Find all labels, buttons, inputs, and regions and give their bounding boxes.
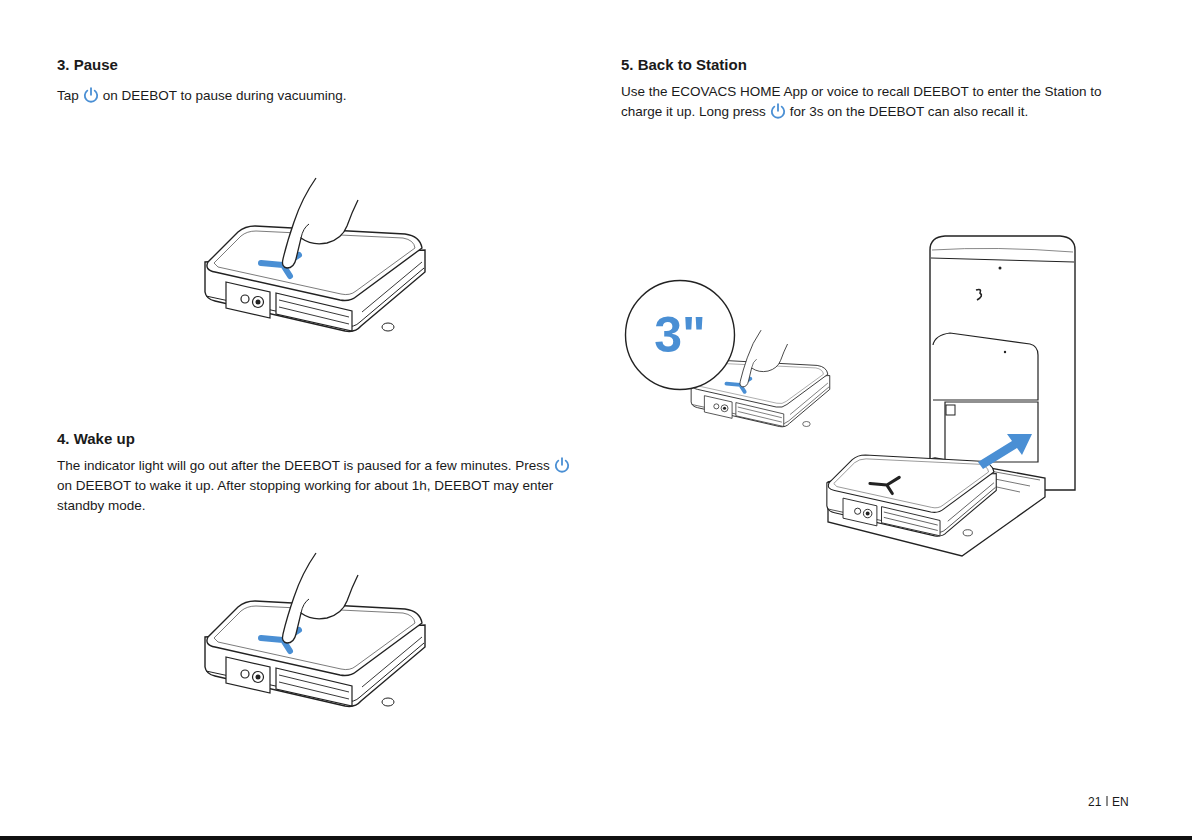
instruction-text: The indicator light will go out after th… — [57, 456, 577, 516]
section-heading: 4. Wake up — [57, 429, 557, 449]
instruction-text: for 3s on the DEEBOT can also recall it. — [790, 104, 1028, 119]
power-icon — [769, 102, 787, 120]
section-heading: 5. Back to Station — [621, 55, 1121, 75]
section-heading: 5. Back to Station — [621, 56, 747, 73]
page-number: 21 — [1088, 795, 1101, 809]
instruction-text: The indicator light will go out after th… — [57, 458, 550, 473]
instruction-text: on DEEBOT to pause during vacuuming. — [103, 88, 347, 103]
section-heading: 4. Wake up — [57, 430, 135, 447]
page-number: 21 — [1088, 792, 1108, 812]
section-heading: 3. Pause — [57, 56, 118, 73]
instruction-text: Use the ECOVACS HOME App or voice to rec… — [621, 82, 1136, 122]
docked-robot — [827, 455, 996, 536]
instruction-text: Tap — [57, 88, 79, 103]
footer-separator — [1107, 796, 1108, 806]
language-code: EN — [1112, 795, 1129, 809]
instruction-text: on DEEBOT to wake it up. After stopping … — [57, 478, 553, 513]
callout-text: 3" — [624, 279, 736, 391]
instruction-text: Tap on DEEBOT to pause during vacuuming. — [57, 86, 567, 106]
section-heading: 3. Pause — [57, 55, 557, 75]
language-code: EN — [1112, 792, 1152, 812]
direction-arrow — [978, 434, 1032, 469]
callout-bubble: 3" — [624, 279, 736, 391]
power-icon — [553, 456, 571, 474]
pause-robot — [205, 178, 425, 331]
page-edge-bar — [0, 836, 1192, 840]
wake-robot — [205, 553, 425, 706]
power-icon — [82, 86, 100, 104]
